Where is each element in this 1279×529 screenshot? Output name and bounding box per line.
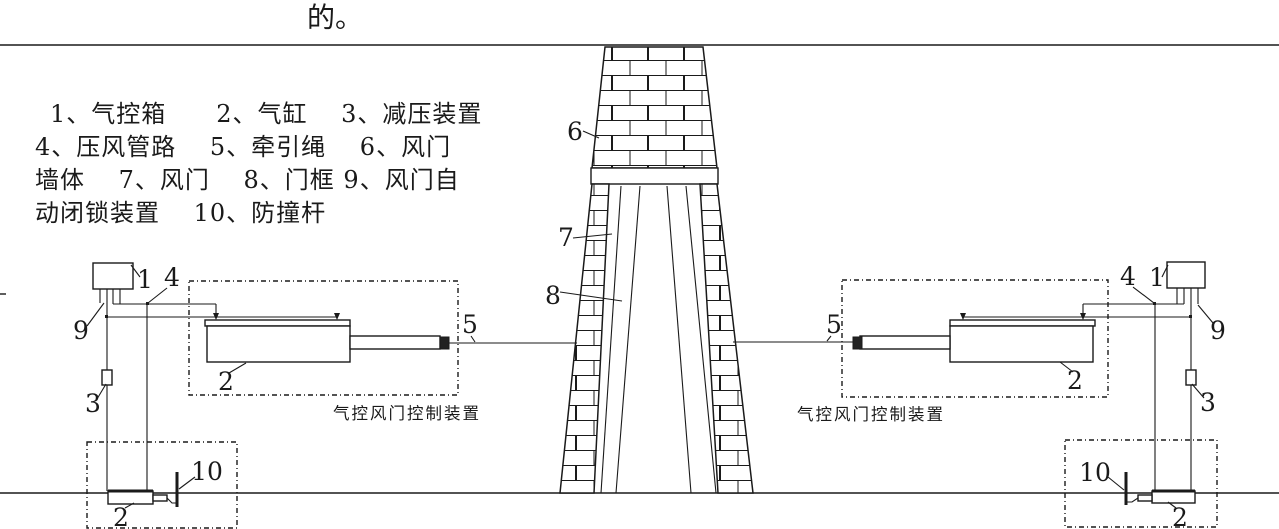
callout-5-left: 5 [462, 310, 478, 339]
callout-2-right: 2 [1067, 366, 1083, 395]
left-device-caption: 气控风门控制装置 [333, 404, 481, 423]
left-box-pipe-stubs [99, 289, 121, 317]
right-lock-link [1127, 497, 1139, 503]
right-cylinder-top-plate [949, 319, 1096, 327]
left-cylinder-body [206, 325, 351, 363]
right-device-dashed-box [841, 279, 1109, 398]
callout-2-left: 2 [218, 367, 234, 396]
right-junction-dot2 [1189, 315, 1192, 318]
left-pipe-a-arrow [213, 313, 219, 320]
left-junction-dot2 [105, 315, 108, 318]
right-pipe-a [1082, 303, 1184, 318]
right-pipe-a-arrow [1080, 313, 1086, 320]
callout-7: 7 [558, 223, 574, 252]
callouts: 1 4 9 3 2 5 6 7 8 5 2 4 1 9 3 10 2 10 2 [73, 117, 1226, 529]
right-door-frame-line [685, 185, 717, 494]
right-control-box [1166, 261, 1206, 289]
right-cylinder-body [949, 325, 1094, 363]
left-door-frame-line [615, 185, 641, 494]
left-pipe-b [107, 316, 338, 318]
callout-6: 6 [567, 117, 583, 146]
right-lock-cylinder [1151, 490, 1196, 504]
left-lock-dashed-box [86, 441, 238, 529]
legend-line-2: 4、压风管路 5、牵引绳 6、风门 [35, 133, 451, 161]
callout-10-right: 10 [1079, 458, 1111, 487]
wall-left-jamb [559, 183, 610, 494]
right-pipe-b [962, 316, 1191, 318]
callout-3-right: 3 [1200, 388, 1216, 417]
right-lock-dashed-box [1064, 439, 1218, 528]
right-pipe-b-arrow [960, 313, 966, 320]
air-door-wall [559, 46, 754, 494]
right-box-pipe-stubs [1176, 288, 1199, 317]
right-device-caption: 气控风门控制装置 [797, 405, 945, 424]
callout-5-right: 5 [826, 310, 842, 339]
right-pressure-reducer [1185, 369, 1197, 386]
leader-lines [86, 130, 1214, 509]
left-pipe-b-arrow [334, 313, 340, 320]
callout-2-right-bottom: 2 [1172, 503, 1188, 529]
right-lock-rod [1137, 494, 1153, 502]
left-lock-assembly [107, 472, 179, 507]
legend-block: 1、气控箱 2、气缸 3、减压装置 4、压风管路 5、牵引绳 6、风门 墙体 7… [35, 100, 482, 227]
left-piston-rod [349, 335, 441, 350]
legend-line-3: 墙体 7、风门 8、门框 9、风门自 [35, 166, 460, 194]
wall-upper-brickwork [591, 46, 718, 169]
right-junction-dot [1153, 302, 1156, 305]
callout-9-left: 9 [73, 316, 89, 345]
left-assembly [92, 262, 577, 491]
left-pressure-reducer [101, 369, 113, 386]
left-control-box [92, 262, 134, 290]
callout-4-left: 4 [164, 263, 180, 292]
left-device-dashed-box [188, 280, 459, 396]
paragraph-fragment: 的。 [307, 1, 363, 34]
left-rod-end-cap [439, 336, 450, 350]
left-junction-dot [146, 302, 149, 305]
left-door-panel-line [600, 185, 622, 494]
callout-1-right: 1 [1149, 263, 1165, 292]
left-pipe-a [113, 303, 217, 318]
right-rod-end-cap [852, 336, 863, 350]
legend-line-1: 1、气控箱 2、气缸 3、减压装置 [50, 100, 482, 128]
callout-10-left: 10 [191, 457, 223, 486]
legend-line-4: 动闭锁装置 10、防撞杆 [35, 199, 326, 227]
callout-8: 8 [545, 281, 561, 310]
callout-1-left: 1 [137, 265, 153, 294]
callout-2-left-bottom: 2 [113, 503, 129, 529]
callout-4-right: 4 [1120, 262, 1136, 291]
right-door-panel-line [666, 185, 692, 494]
right-piston-rod [859, 335, 951, 350]
left-cylinder-top-plate [204, 319, 351, 327]
wall-lintel [590, 167, 719, 185]
callout-3-left: 3 [85, 389, 101, 418]
left-lock-link [166, 497, 177, 504]
right-lock-assembly [1124, 472, 1196, 505]
callout-9-right: 9 [1210, 316, 1226, 345]
left-lock-rod [152, 494, 168, 502]
wall-right-jamb [699, 183, 754, 494]
right-assembly [733, 261, 1206, 491]
